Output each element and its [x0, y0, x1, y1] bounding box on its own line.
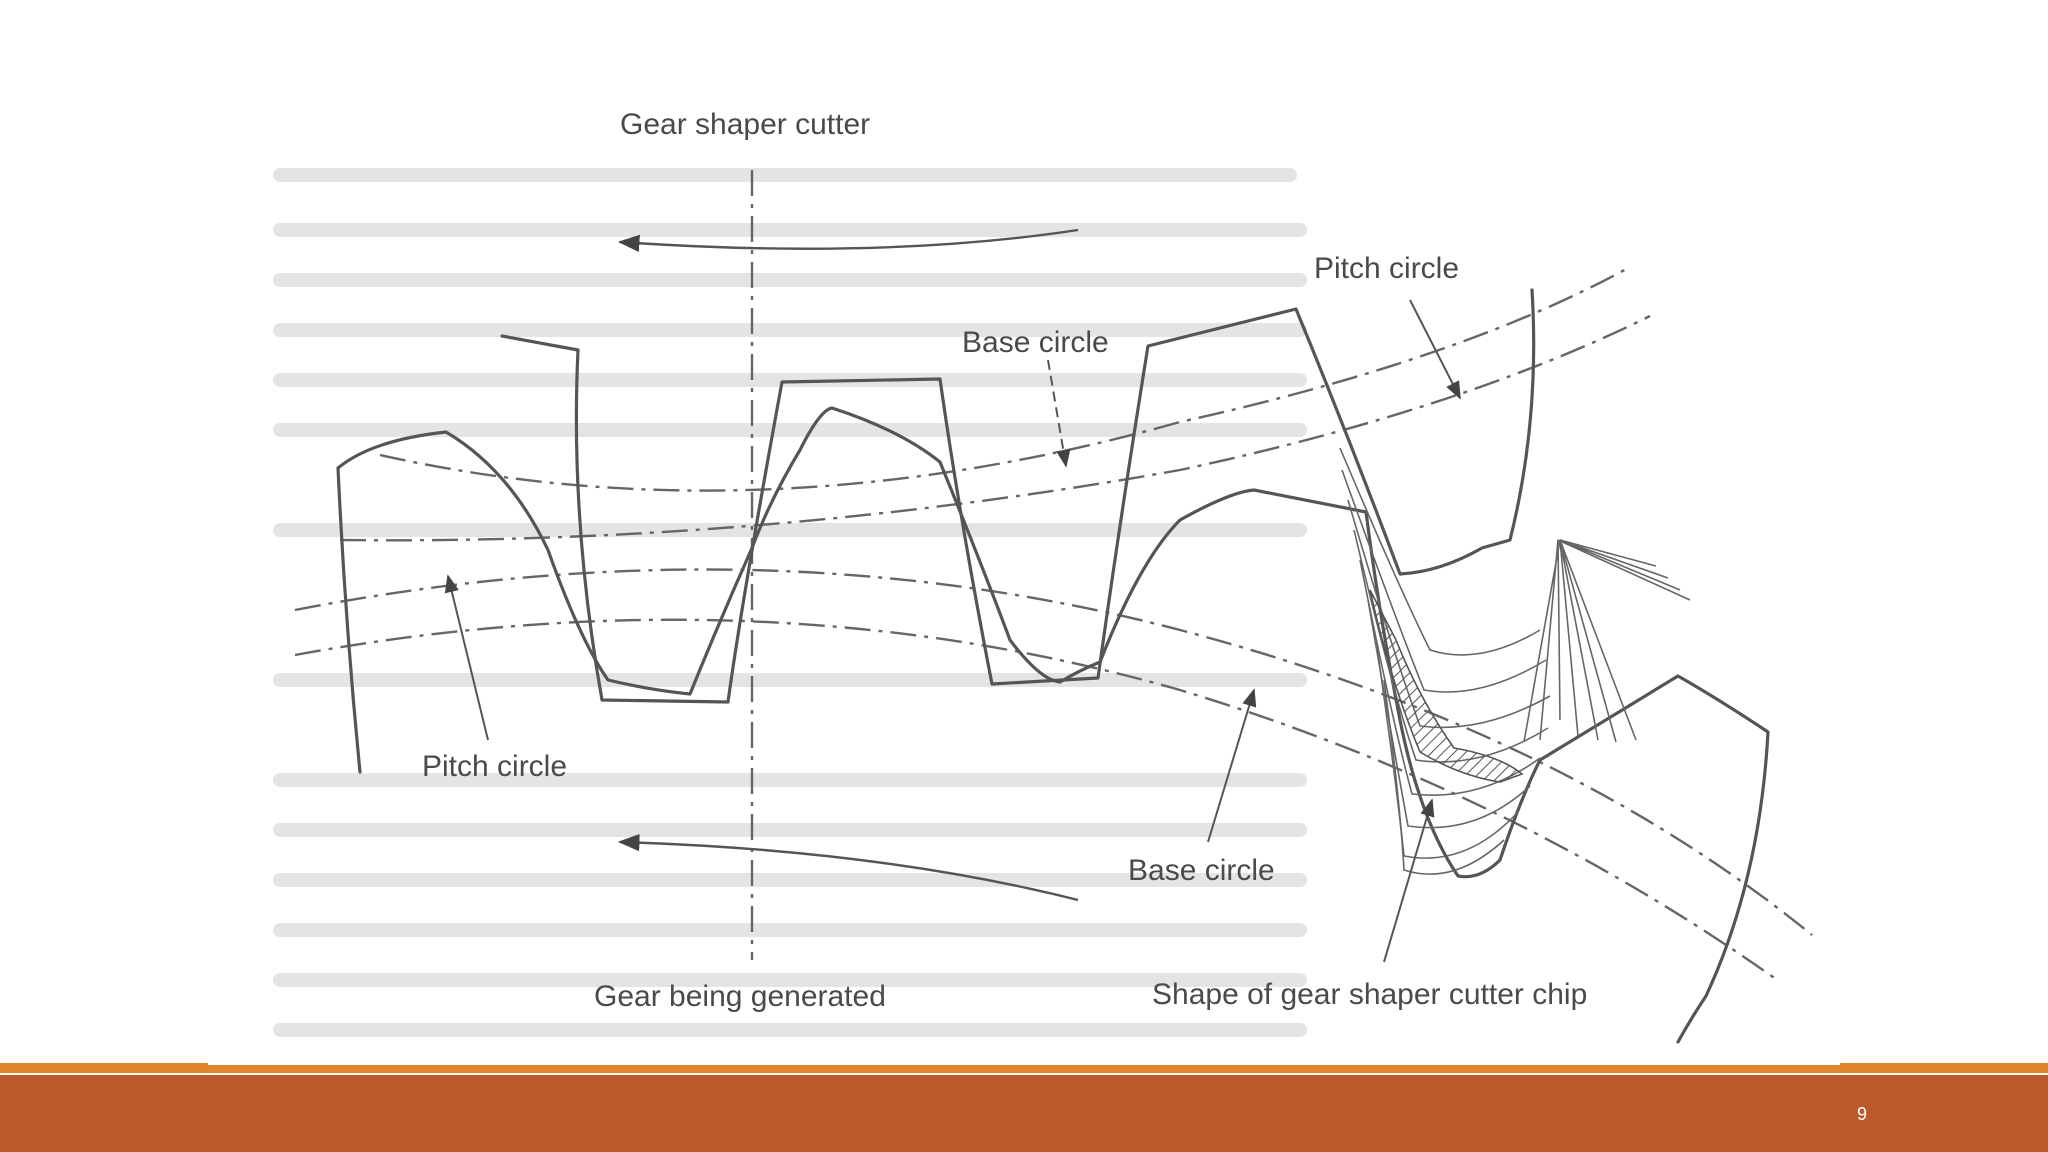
- label-base-circle-bottom: Base circle: [1128, 854, 1275, 887]
- label-pitch-circle-top: Pitch circle: [1314, 252, 1459, 285]
- footer-accent-line: [208, 1065, 1840, 1073]
- cutter-pitch-circle: [339, 314, 1651, 542]
- label-chip-shape: Shape of gear shaper cutter chip: [1152, 978, 1587, 1011]
- leader-chip: [1383, 798, 1435, 963]
- cutter-base-circle: [379, 266, 1629, 492]
- label-gear-shaper-cutter: Gear shaper cutter: [620, 108, 870, 141]
- gear-base-circle: [294, 618, 1781, 983]
- label-pitch-circle-left: Pitch circle: [422, 750, 567, 783]
- gear-outline: [336, 406, 1770, 1044]
- leader-pitch-left: [444, 574, 489, 741]
- footer-accent-line-right: [1840, 1063, 2048, 1073]
- label-base-circle-top: Base circle: [962, 326, 1109, 359]
- gear-rotation-arrow: [617, 833, 1079, 902]
- cutter-chip-hatch: [1369, 589, 1524, 783]
- leader-pitch-top: [1409, 299, 1461, 400]
- label-gear-being-generated: Gear being generated: [594, 980, 886, 1013]
- page-number: 9: [1856, 1104, 1867, 1124]
- cutter-rotation-arrow: [617, 228, 1079, 252]
- footer-band: [0, 1075, 2048, 1152]
- leader-base-top: [1047, 359, 1071, 468]
- footer-accent-line-left: [0, 1063, 208, 1073]
- gear-pitch-circle: [294, 568, 1813, 936]
- leader-base-bottom: [1207, 688, 1257, 843]
- background-text-ghost: [273, 168, 1307, 1037]
- cutter-outline: [500, 288, 1536, 704]
